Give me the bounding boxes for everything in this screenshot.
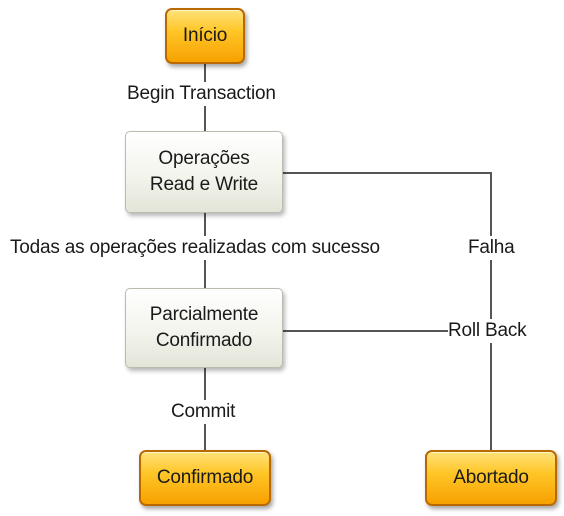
abortado-node: Abortado	[425, 450, 557, 506]
parcialmente-confirmado-node: Parcialmente Confirmado	[125, 288, 283, 368]
confirmado-label: Confirmado	[156, 467, 254, 488]
edge-operacoes-abortado	[283, 172, 492, 450]
inicio-node: Início	[165, 8, 245, 64]
edge-label-roll-back: Roll Back	[448, 319, 527, 343]
edge-label-falha: Falha	[468, 236, 515, 260]
edge-label-begin-transaction: Begin Transaction	[127, 82, 276, 106]
operacoes-node: Operações Read e Write	[125, 131, 283, 213]
inicio-label: Início	[182, 25, 228, 46]
edge-label-commit: Commit	[171, 400, 236, 424]
operacoes-label-line2: Read e Write	[149, 174, 259, 195]
edge-label-sucesso: Todas as operações realizadas com sucess…	[10, 236, 380, 260]
confirmado-node: Confirmado	[139, 450, 271, 506]
parcial-label-line2: Confirmado	[155, 330, 253, 351]
abortado-label: Abortado	[453, 467, 529, 488]
operacoes-label-line1: Operações	[158, 148, 250, 169]
parcial-label-line1: Parcialmente	[149, 304, 259, 325]
